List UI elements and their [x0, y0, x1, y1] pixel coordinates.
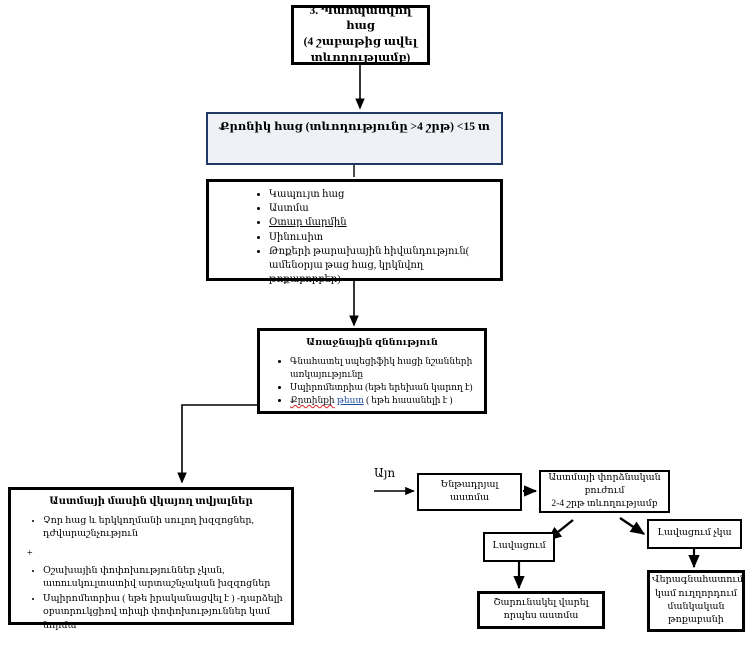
plus-sign: + — [27, 547, 33, 559]
node-differential-list: Կապույտ հաց Աստմա Օտար մարմին Սինուսիտ Թ… — [206, 179, 503, 285]
node-persistent-cough: 3. Պահպանվող հաց (4 շաբաթից ավել տևողութ… — [291, 5, 430, 65]
list-item: Սպիրոմետրիա (եթե երեխան կարող է) — [290, 381, 478, 394]
list-item: Քրտինքի թեստ ( եթե հասանելի է ) — [290, 394, 478, 407]
node-persistent-cough-line2: (4 շաբաթից ավել — [303, 36, 418, 48]
edge-label-yes: Այո — [374, 466, 396, 480]
list-item: Օտար մարմին — [269, 216, 492, 230]
list-item: Գնահատել սպեցիֆիկ հացի նշանների առկայութ… — [290, 355, 478, 381]
node-asthma-evidence: Աստմայի մասին վկայող տվյալներ Չոր հաց և … — [8, 487, 294, 631]
node-asthma-trial-line2: 2-4 շրթ տևողությամբ — [551, 499, 658, 510]
list-item: Չոր հաց և երկկողմանի սուլող խզզոցներ, դժ… — [43, 515, 285, 542]
node-improvement-label: Լավացում — [492, 541, 546, 552]
list-item-rest: ( եթե հասանելի է ) — [366, 395, 453, 406]
misspelled-word: Քրտինքի — [290, 395, 335, 406]
node-reassess-refer-line4: թոքաբանի — [668, 615, 724, 626]
node-reassess-refer: Վերագնահատում կամ ուղղորդում մանկական թո… — [647, 570, 745, 632]
link-eval-to-asthma — [177, 404, 257, 484]
node-suspected-asthma: Ենթադրյալ աստմա — [417, 473, 522, 511]
list-item: Սպիրոմետրիա ( եթե իրականացվել է ) -դարձե… — [43, 593, 285, 633]
link-word[interactable]: թեստ — [336, 395, 364, 406]
node-reassess-refer-line3: մանկական — [667, 602, 725, 612]
link-trial-to-noimprove — [619, 517, 645, 535]
differential-list: Կապույտ հաց Աստմա Օտար մարմին Սինուսիտ Թ… — [217, 188, 492, 287]
node-improvement: Լավացում — [483, 532, 555, 562]
asthma-evidence-list-top: Չոր հաց և երկկողմանի սուլող խզզոցներ, դժ… — [17, 515, 285, 544]
list-item: Աստմա — [269, 202, 492, 216]
list-item: Սինուսիտ — [269, 231, 492, 245]
node-initial-evaluation: Առաջնային զննություն Գնահատել սպեցիֆիկ հ… — [257, 328, 487, 414]
initial-evaluation-list: Գնահատել սպեցիֆիկ հացի նշանների առկայութ… — [266, 355, 478, 407]
node-chronic-cough: Քրոնիկ հաց (տևողությունը >4 շրթ) <15 տ — [206, 112, 503, 165]
node-reassess-refer-line1: Վերագնահատում — [652, 575, 744, 586]
node-continue-asthma-line2: որպես աստմա — [503, 611, 579, 621]
node-continue-asthma: Շարունակել վարել որպես աստմա — [477, 591, 605, 629]
list-item: Կապույտ հաց — [269, 188, 492, 202]
node-no-improvement: Լավացում չկա — [647, 519, 742, 549]
list-item: Թոքերի թարախային հիվանդություն( ամենօրյա… — [269, 245, 492, 288]
node-persistent-cough-line3: տևողությամբ) — [310, 51, 411, 64]
node-asthma-trial-line1: Աստմայի փորձնական բուժում — [548, 472, 661, 496]
node-chronic-cough-label: Քրոնիկ հաց (տևողությունը >4 շրթ) <15 տ — [219, 121, 490, 133]
node-suspected-asthma-label: Ենթադրյալ աստմա — [440, 479, 499, 503]
node-reassess-refer-line2: կամ ուղղորդում — [654, 588, 738, 599]
node-continue-asthma-line1: Շարունակել վարել — [493, 597, 589, 608]
node-no-improvement-label: Լավացում չկա — [657, 528, 732, 539]
node-persistent-cough-line1: 3. Պահպանվող հաց — [309, 4, 412, 33]
asthma-evidence-header: Աստմայի մասին վկայող տվյալներ — [49, 496, 253, 507]
node-asthma-trial: Աստմայի փորձնական բուժում 2-4 շրթ տևողու… — [539, 470, 670, 513]
initial-evaluation-header: Առաջնային զննություն — [306, 338, 438, 348]
asthma-evidence-list-bottom: Օշախային փոփոխություններ չկան, ատուսկուլ… — [17, 565, 285, 635]
list-item: Օշախային փոփոխություններ չկան, ատուսկուլ… — [43, 565, 285, 592]
